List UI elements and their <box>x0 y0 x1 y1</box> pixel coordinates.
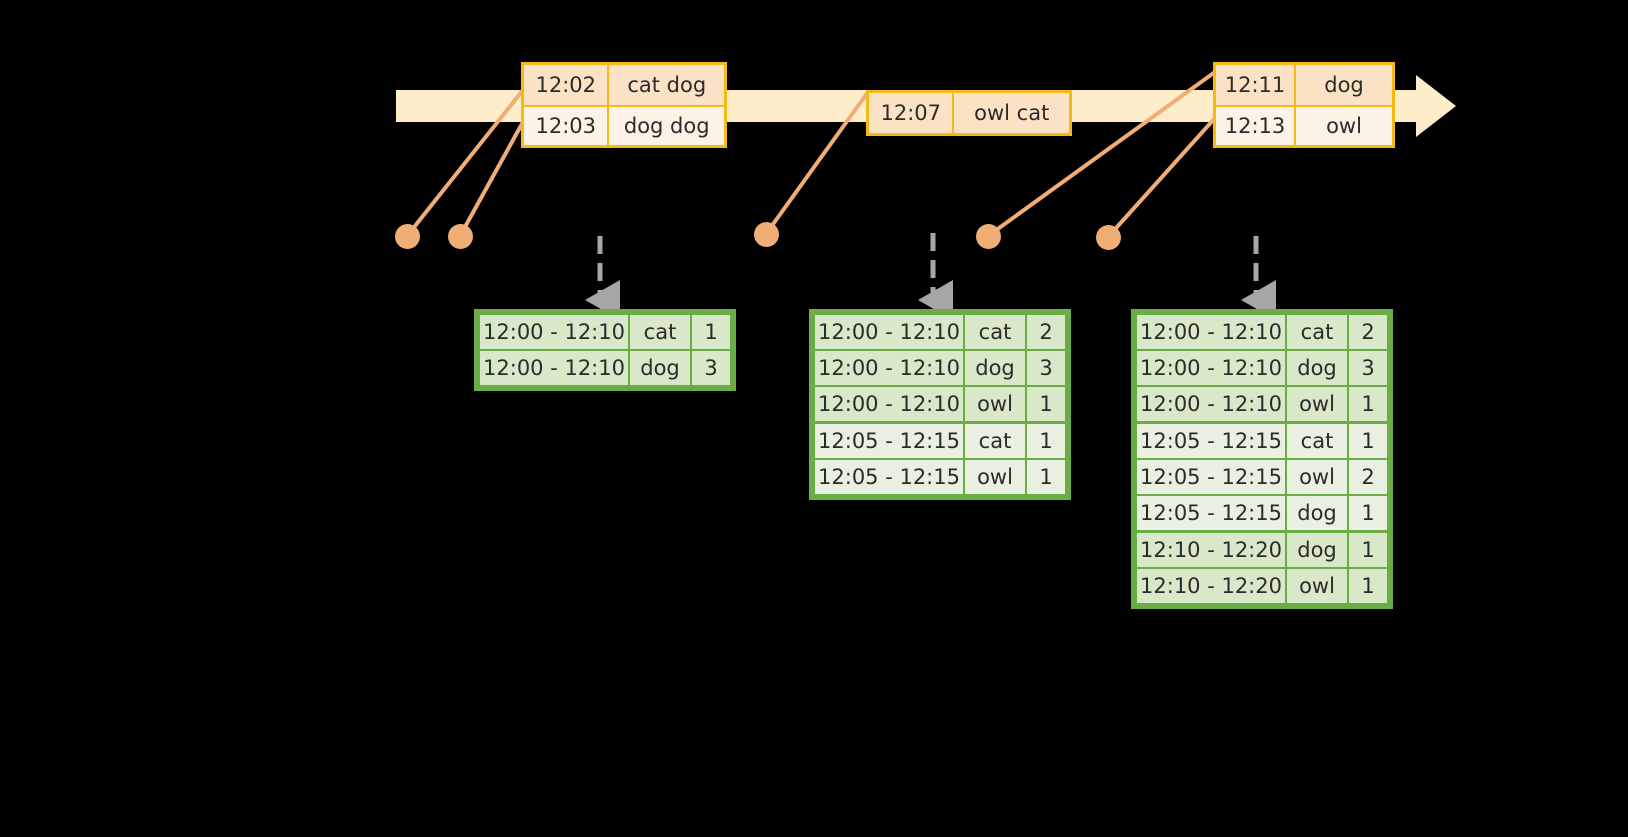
cell-window: 12:00 - 12:10 <box>480 351 628 385</box>
cell-word: dog <box>965 351 1025 385</box>
cell-window: 12:00 - 12:10 <box>815 315 963 349</box>
event-box-3[interactable]: 12:11 dog 12:13 owl <box>1213 62 1395 148</box>
cell-window: 12:00 - 12:10 <box>815 351 963 385</box>
cell-count: 1 <box>1349 424 1387 458</box>
event-time: 12:03 <box>524 107 610 145</box>
event-box-1[interactable]: 12:02 cat dog 12:03 dog dog <box>521 62 727 148</box>
event-row: 12:03 dog dog <box>524 105 724 145</box>
cell-word: cat <box>965 424 1025 458</box>
cell-count: 3 <box>1027 351 1065 385</box>
cell-count: 1 <box>692 315 730 349</box>
cell-word: dog <box>1287 533 1347 567</box>
cell-count: 3 <box>1349 351 1387 385</box>
cell-word: cat <box>1287 424 1347 458</box>
connector-dot-4 <box>976 224 1001 249</box>
cell-word: cat <box>630 315 690 349</box>
cell-count: 2 <box>1349 460 1387 494</box>
connector-dot-5 <box>1096 225 1121 250</box>
connector-dot-1 <box>395 224 420 249</box>
cell-window: 12:05 - 12:15 <box>1137 460 1285 494</box>
cell-word: owl <box>1287 460 1347 494</box>
cell-window: 12:00 - 12:10 <box>1137 315 1285 349</box>
event-time: 12:13 <box>1216 107 1296 145</box>
cell-word: dog <box>630 351 690 385</box>
event-time: 12:07 <box>869 93 955 133</box>
cell-count: 2 <box>1027 315 1065 349</box>
event-time: 12:11 <box>1216 65 1296 105</box>
cell-window: 12:00 - 12:10 <box>815 387 963 421</box>
connector-dot-2 <box>448 224 473 249</box>
cell-window: 12:00 - 12:10 <box>1137 351 1285 385</box>
timeline-arrow-icon <box>1416 75 1456 137</box>
cell-window: 12:00 - 12:10 <box>480 315 628 349</box>
cell-count: 1 <box>1349 533 1387 567</box>
event-time: 12:02 <box>524 65 610 105</box>
event-words: owl cat <box>954 93 1069 133</box>
cell-count: 1 <box>1027 387 1065 421</box>
event-words: dog <box>1296 65 1392 105</box>
event-row: 12:07 owl cat <box>869 93 1069 133</box>
connector-dot-3 <box>754 222 779 247</box>
cell-word: cat <box>965 315 1025 349</box>
cell-word: cat <box>1287 315 1347 349</box>
event-row: 12:02 cat dog <box>524 65 724 105</box>
cell-count: 1 <box>1349 387 1387 421</box>
event-box-2[interactable]: 12:07 owl cat <box>866 90 1072 136</box>
cell-word: owl <box>1287 569 1347 603</box>
cell-window: 12:05 - 12:15 <box>815 460 963 494</box>
event-words: cat dog <box>609 65 724 105</box>
event-words: dog dog <box>609 107 724 145</box>
event-row: 12:13 owl <box>1216 105 1392 145</box>
cell-word: dog <box>1287 496 1347 530</box>
cell-window: 12:05 - 12:15 <box>1137 424 1285 458</box>
cell-window: 12:10 - 12:20 <box>1137 569 1285 603</box>
event-row: 12:11 dog <box>1216 65 1392 105</box>
cell-count: 2 <box>1349 315 1387 349</box>
cell-word: dog <box>1287 351 1347 385</box>
cell-window: 12:00 - 12:10 <box>1137 387 1285 421</box>
cell-word: owl <box>965 387 1025 421</box>
cell-window: 12:10 - 12:20 <box>1137 533 1285 567</box>
cell-count: 1 <box>1027 460 1065 494</box>
cell-window: 12:05 - 12:15 <box>1137 496 1285 530</box>
cell-word: owl <box>1287 387 1347 421</box>
cell-count: 1 <box>1349 496 1387 530</box>
cell-count: 1 <box>1027 424 1065 458</box>
cell-word: owl <box>965 460 1025 494</box>
cell-window: 12:05 - 12:15 <box>815 424 963 458</box>
event-words: owl <box>1296 107 1392 145</box>
cell-count: 3 <box>692 351 730 385</box>
cell-count: 1 <box>1349 569 1387 603</box>
